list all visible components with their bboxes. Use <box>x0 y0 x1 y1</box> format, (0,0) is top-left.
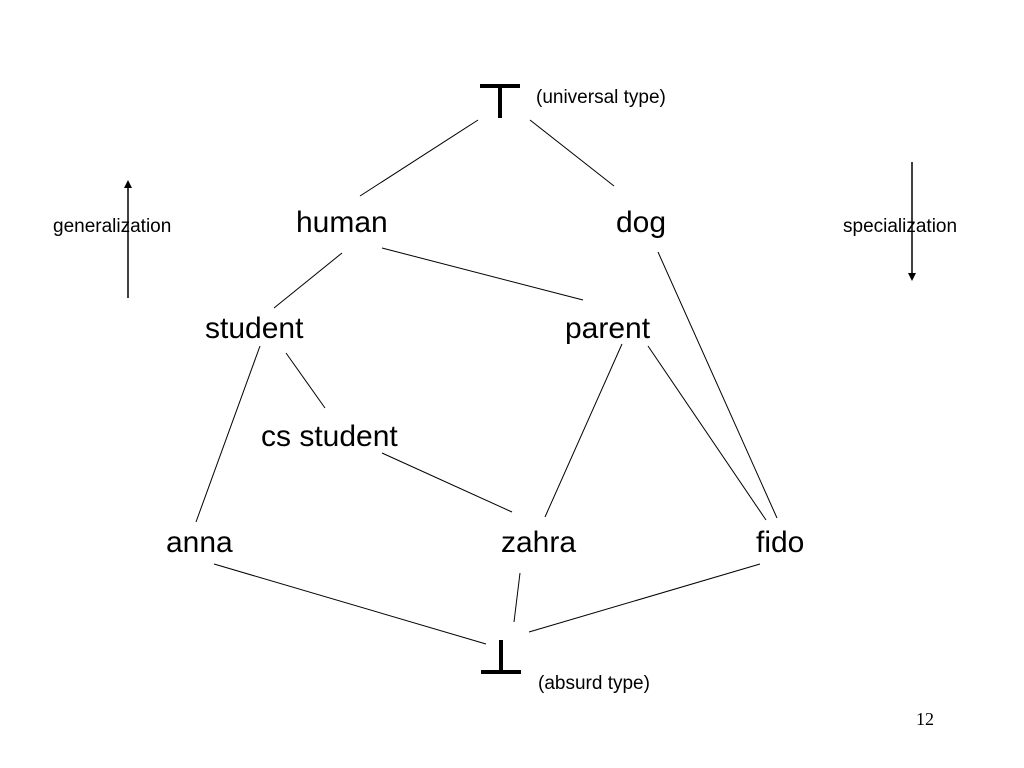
node-fido: fido <box>756 526 804 559</box>
edge-anna-bottom <box>213 563 487 645</box>
edge-parent-zahra <box>544 343 623 518</box>
edge-top-human <box>359 119 479 197</box>
edge-fido-bottom <box>528 563 761 633</box>
edges <box>195 119 778 645</box>
page-number: 12 <box>916 709 934 729</box>
node-anna: anna <box>166 526 233 559</box>
edge-zahra-bottom <box>513 572 521 623</box>
specialization-label: specialization <box>843 216 957 237</box>
edge-student-csstudent <box>285 352 326 409</box>
edge-human-student <box>273 252 343 309</box>
specialization-indicator: specialization <box>843 162 957 281</box>
absurd-type-label: (absurd type) <box>538 673 650 694</box>
bottom-node: ⊥ (absurd type) <box>0 0 650 694</box>
node-parent: parent <box>565 312 651 345</box>
top-node: ⊤ (universal type) <box>480 84 666 118</box>
node-student: student <box>205 312 304 345</box>
node-cs-student: cs student <box>261 420 398 453</box>
universal-type-label: (universal type) <box>536 87 666 108</box>
edge-top-dog <box>529 119 615 187</box>
node-dog: dog <box>616 206 666 239</box>
edge-human-parent <box>381 247 584 301</box>
edge-parent-fido <box>647 345 767 521</box>
edge-student-anna <box>195 345 261 523</box>
node-zahra: zahra <box>501 526 576 559</box>
bottom-symbol: ⊥ <box>0 0 1 1</box>
generalization-label: generalization <box>53 216 171 237</box>
generalization-indicator: generalization <box>53 180 171 298</box>
edge-csstudent-zahra <box>381 452 513 513</box>
node-human: human <box>296 206 388 239</box>
edge-dog-fido <box>657 251 778 519</box>
